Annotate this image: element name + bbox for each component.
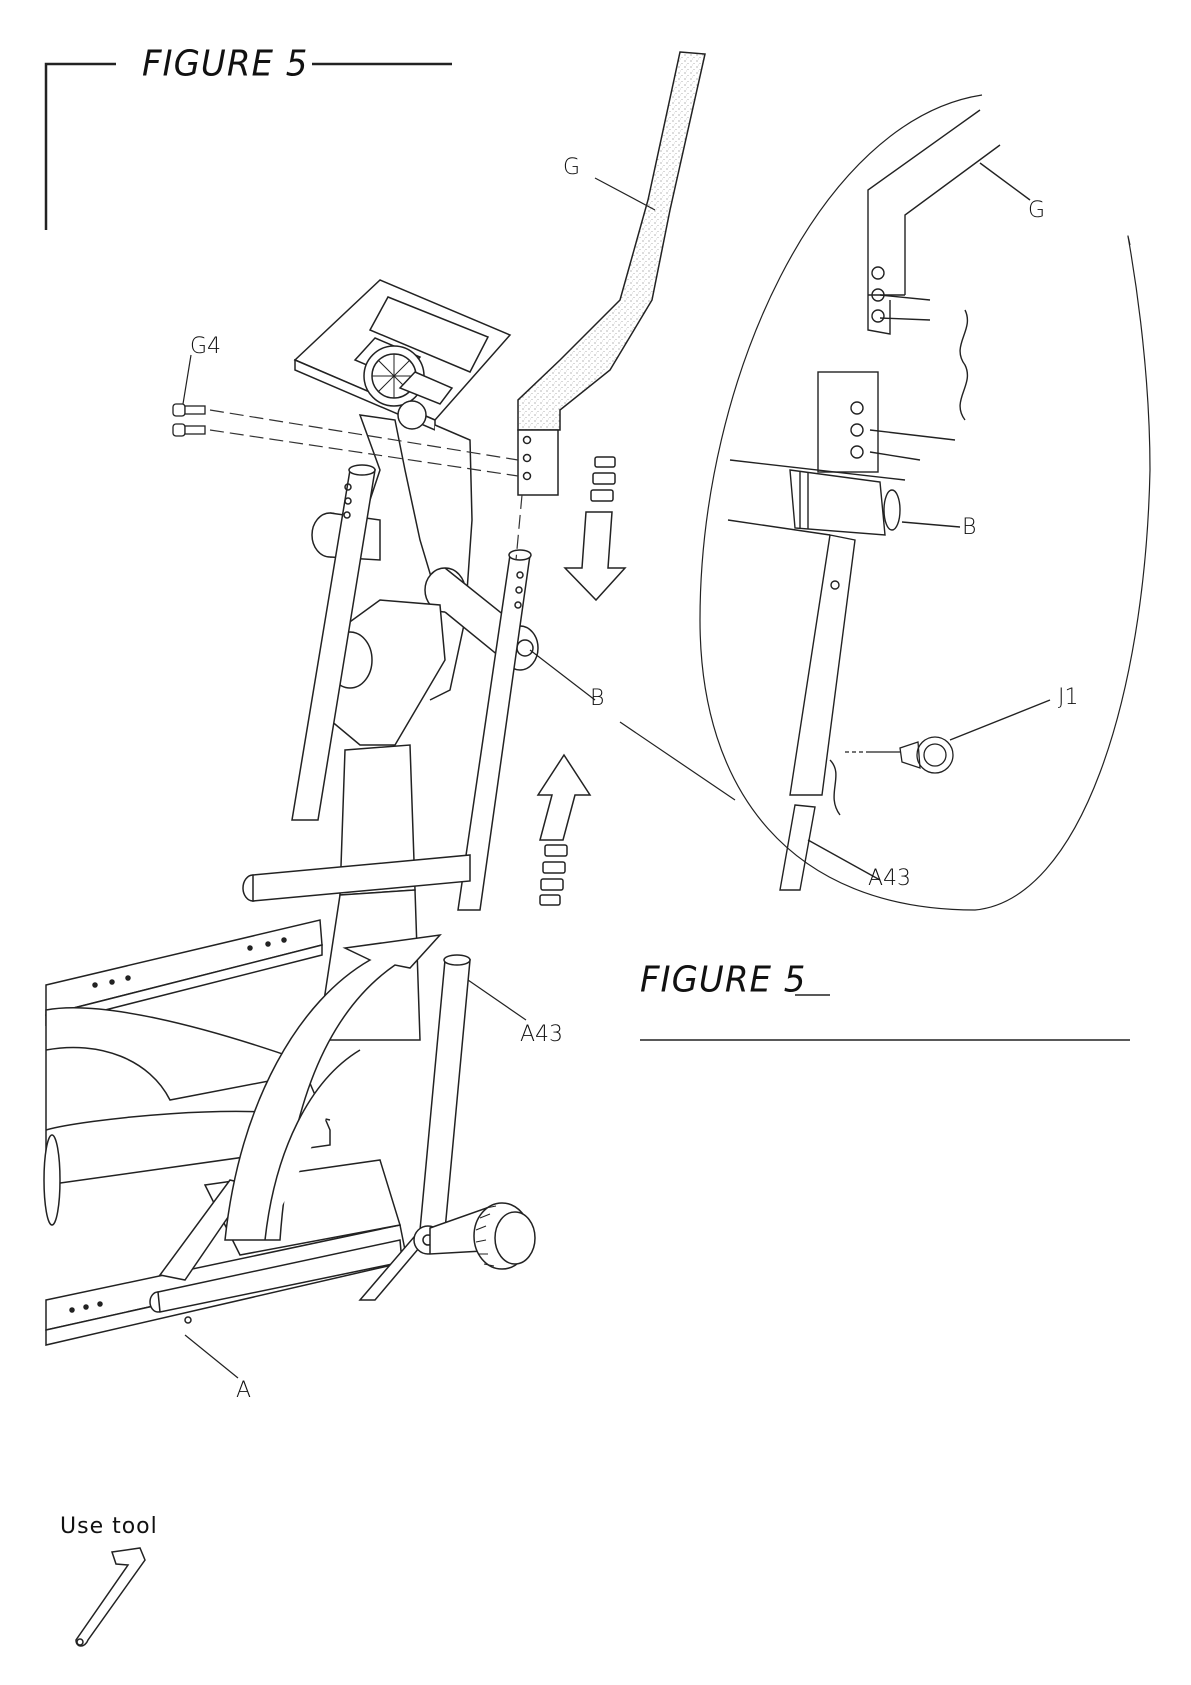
label-g-detail: G <box>1028 198 1045 223</box>
label-g4: G4 <box>190 334 221 359</box>
allen-key-icon <box>76 1548 145 1646</box>
pole-a43 <box>420 955 470 1230</box>
detail-view <box>620 95 1150 910</box>
bolts-g4 <box>173 404 205 436</box>
label-g-main: G <box>563 155 580 180</box>
arrow-up-icon <box>538 755 590 905</box>
handlebar-g <box>518 52 705 495</box>
label-a43-main: A43 <box>520 1022 563 1047</box>
label-b-detail: B <box>962 515 976 540</box>
figure-title-detail: FIGURE 5 <box>640 959 806 1001</box>
label-b-main: B <box>590 686 604 711</box>
label-a43-detail: A43 <box>868 866 911 891</box>
figure-title-main: FIGURE 5 <box>142 43 308 85</box>
label-j1: J1 <box>1058 685 1079 710</box>
tool-caption: Use tool <box>60 1514 158 1539</box>
label-a-main: A <box>236 1378 251 1403</box>
corner-bracket <box>46 64 452 230</box>
arrow-down-icon <box>565 457 625 600</box>
console <box>295 280 510 430</box>
